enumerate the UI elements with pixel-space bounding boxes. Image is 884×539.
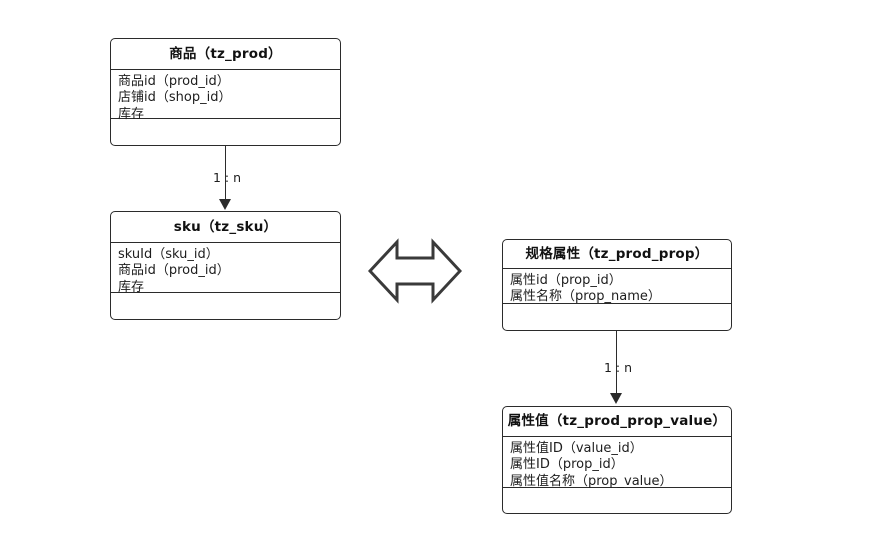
entity-title-tz-prod: 商品（tz_prod） — [111, 39, 340, 70]
relation-prop-to-prop-value: 1 : n — [587, 331, 677, 407]
entity-box-tz-sku[interactable]: sku（tz_sku） skuId（sku_id） 商品id（prod_id） … — [110, 211, 341, 320]
entity-title-tz-prod-prop-value: 属性值（tz_prod_prop_value） — [503, 407, 731, 437]
relation-line — [616, 331, 617, 394]
entity-box-tz-prod-prop[interactable]: 规格属性（tz_prod_prop） 属性id（prop_id） 属性名称（pr… — [502, 239, 732, 331]
relation-arrowhead-icon — [219, 199, 232, 210]
double-headed-arrow-icon — [367, 238, 463, 304]
entity-footer-tz-prod-prop — [503, 304, 731, 330]
entity-title-tz-sku: sku（tz_sku） — [111, 212, 340, 243]
relation-line — [225, 146, 226, 200]
relation-label: 1 : n — [604, 360, 633, 375]
attribute-row: 库存 — [118, 106, 145, 122]
entity-footer-tz-sku — [111, 293, 340, 319]
relation-arrowhead-icon — [610, 393, 623, 404]
attribute-row: 属性ID（prop_id） — [510, 457, 624, 473]
attribute-row: 库存 — [118, 279, 145, 295]
entity-box-tz-prod[interactable]: 商品（tz_prod） 商品id（prod_id） 店铺id（shop_id） … — [110, 38, 341, 146]
bidirectional-arrow-shape — [367, 236, 463, 306]
attribute-row: 商品id（prod_id） — [118, 263, 230, 279]
entity-attributes-tz-prod-prop-value: 属性值ID（value_id） 属性ID（prop_id） 属性值名称（prop… — [503, 437, 731, 489]
attribute-row: 属性值名称（prop_value） — [510, 473, 673, 489]
entity-attributes-tz-prod: 商品id（prod_id） 店铺id（shop_id） 库存 — [111, 70, 340, 122]
entity-attributes-tz-sku: skuId（sku_id） 商品id（prod_id） 库存 — [111, 243, 340, 295]
relation-label: 1 : n — [213, 170, 242, 185]
entity-attributes-tz-prod-prop: 属性id（prop_id） 属性名称（prop_name） — [503, 269, 731, 304]
attribute-row: skuId（sku_id） — [118, 247, 219, 262]
entity-title-tz-prod-prop: 规格属性（tz_prod_prop） — [503, 240, 731, 269]
attribute-row: 属性名称（prop_name） — [510, 289, 661, 305]
attribute-row: 属性id（prop_id） — [510, 273, 622, 288]
attribute-row: 商品id（prod_id） — [118, 74, 230, 89]
relation-prod-to-sku: 1 : n — [196, 146, 286, 212]
attribute-row: 店铺id（shop_id） — [118, 90, 232, 106]
entity-footer-tz-prod — [111, 119, 340, 145]
entity-footer-tz-prod-prop-value — [503, 488, 731, 513]
attribute-row: 属性值ID（value_id） — [510, 441, 643, 456]
entity-box-tz-prod-prop-value[interactable]: 属性值（tz_prod_prop_value） 属性值ID（value_id） … — [502, 406, 732, 514]
